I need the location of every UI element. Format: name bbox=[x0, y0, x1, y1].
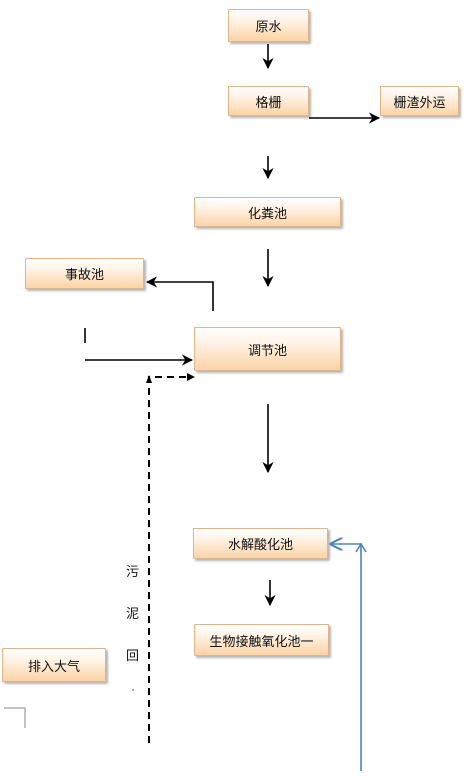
node-exhaust-to-atmosphere: 排入大气 bbox=[2, 648, 106, 682]
node-accident-pool: 事故池 bbox=[25, 258, 144, 289]
node-raw-water: 原水 bbox=[228, 9, 309, 42]
node-regulating-tank-label: 调节池 bbox=[247, 343, 287, 359]
sludge-return-char-1: 污 bbox=[126, 565, 140, 580]
blue-recirculation-arrow bbox=[331, 544, 362, 771]
node-septic-tank-label: 化粪池 bbox=[247, 206, 287, 222]
node-bio-contact-oxidation-label: 生物接触氧化池一 bbox=[209, 634, 314, 650]
blue-vertical-arrowhead bbox=[355, 542, 367, 553]
node-exhaust-label: 排入大气 bbox=[27, 659, 80, 675]
node-regulating-tank: 调节池 bbox=[194, 327, 341, 371]
node-hydrolysis-tank: 水解酸化池 bbox=[193, 528, 328, 559]
sludge-return-char-3: 回 bbox=[126, 649, 140, 664]
sludge-return-arrowhead bbox=[146, 375, 152, 383]
node-grille-slag-label: 栅渣外运 bbox=[393, 95, 446, 111]
sludge-return-dashed-line bbox=[148, 376, 189, 743]
node-grille-slag: 栅渣外运 bbox=[380, 86, 459, 116]
node-septic-tank: 化粪池 bbox=[194, 197, 341, 227]
node-grille-label: 格栅 bbox=[255, 95, 282, 111]
node-bio-contact-oxidation: 生物接触氧化池一 bbox=[194, 624, 329, 656]
corner-mark bbox=[4, 707, 26, 728]
node-accident-pool-label: 事故池 bbox=[64, 268, 104, 283]
small-dot bbox=[132, 689, 134, 691]
node-raw-water-label: 原水 bbox=[255, 20, 282, 35]
sludge-return-end-arrowhead bbox=[187, 373, 195, 381]
node-grille: 格栅 bbox=[228, 86, 309, 116]
node-hydrolysis-tank-label: 水解酸化池 bbox=[227, 538, 293, 553]
sludge-return-char-2: 泥 bbox=[126, 607, 140, 622]
arrow-regulating-to-accident bbox=[145, 276, 214, 311]
